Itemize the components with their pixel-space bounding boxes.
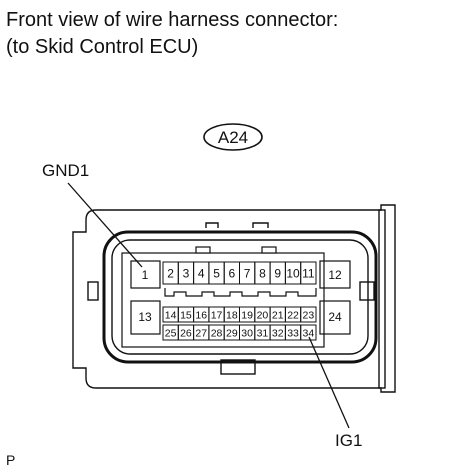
pin-26-label: 26 [180, 327, 192, 339]
pin-31-label: 31 [257, 327, 269, 339]
pin-19-label: 19 [241, 309, 253, 321]
pin-face [121, 246, 351, 348]
pin-23-cell [300, 306, 317, 323]
pin-29-label: 29 [226, 327, 238, 339]
pin-34-label: 34 [303, 327, 315, 339]
pin-32-label: 32 [272, 327, 284, 339]
callout-gnd1: GND1 [42, 161, 89, 180]
pin-34-cell [300, 324, 317, 341]
pin-10-label: 10 [286, 266, 300, 280]
pin-14-label: 14 [165, 309, 177, 321]
pin-20-label: 20 [257, 309, 269, 321]
pin-7-label: 7 [244, 266, 251, 280]
diagram-title-line1: Front view of wire harness connector: [6, 9, 339, 31]
connector-code-label: A24 [218, 128, 248, 147]
pin-9-label: 9 [274, 266, 281, 280]
pin-11-cell [300, 261, 317, 285]
pin-1-label: 1 [142, 268, 149, 282]
pin-13-label: 13 [138, 310, 152, 324]
pin-5-label: 5 [213, 266, 220, 280]
connector-code-oval [203, 123, 263, 151]
pin-8-label: 8 [259, 266, 266, 280]
pin-11-label: 11 [302, 266, 315, 280]
pin-28-label: 28 [211, 327, 223, 339]
pin-23-label: 23 [303, 309, 315, 321]
pin-22-label: 22 [287, 309, 299, 321]
seal-ring-inner [111, 239, 369, 355]
callout-ig1: IG1 [335, 431, 362, 450]
pin-24-label: 24 [328, 310, 342, 324]
pin-25-label: 25 [165, 327, 177, 339]
pin-2-label: 2 [167, 266, 174, 280]
diagram-title-line2: (to Skid Control ECU) [6, 36, 199, 58]
pin-21-label: 21 [272, 309, 284, 321]
seal-ring-outer [102, 230, 378, 364]
footnote-letter: P [6, 452, 16, 468]
pin-18-label: 18 [226, 309, 238, 321]
pin-16-label: 16 [195, 309, 207, 321]
pin-6-label: 6 [229, 266, 236, 280]
connector-housing [72, 204, 396, 393]
callout-ig1-leader [308, 336, 350, 429]
pin-17-label: 17 [211, 309, 223, 321]
pin-4-label: 4 [198, 266, 205, 280]
pin-15-label: 15 [180, 309, 192, 321]
pin-27-label: 27 [195, 327, 207, 339]
pin-12-label: 12 [328, 268, 342, 282]
pin-30-label: 30 [241, 327, 253, 339]
pin-33-label: 33 [287, 327, 299, 339]
pin-3-label: 3 [183, 266, 190, 280]
